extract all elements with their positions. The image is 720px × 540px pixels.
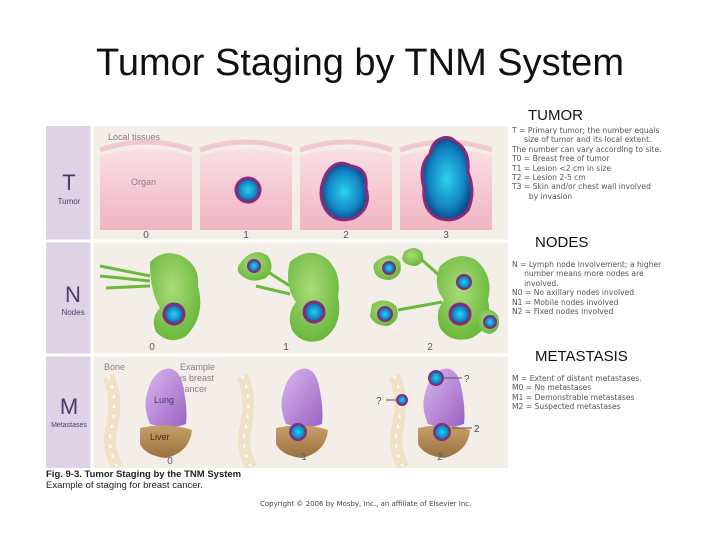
label-organ: Organ — [131, 177, 156, 187]
lymph-node — [402, 248, 424, 266]
label-example-line: cancer — [180, 384, 207, 394]
label-example-line: Example — [180, 362, 215, 372]
caption-sub-line: Example of staging for breast cancer. — [46, 480, 203, 491]
n-stage-label: 2 — [427, 342, 433, 353]
liver — [140, 425, 192, 458]
row-letter-n: N — [65, 282, 81, 307]
label-lung: Lung — [154, 395, 174, 405]
spine — [236, 373, 258, 468]
question-mark-bone: ? — [376, 396, 382, 407]
row-label-m: M Metastases — [51, 394, 87, 429]
lung — [145, 368, 187, 427]
spine — [388, 373, 410, 468]
primary-tumor — [448, 302, 472, 326]
bone-metastasis — [396, 394, 408, 406]
lung — [281, 368, 323, 427]
m0-panel: Bone Example is breast cancer Lung Liver — [102, 362, 218, 468]
primary-tumor — [302, 300, 326, 324]
figure-caption: Fig. 9-3. Tumor Staging by the TNM Syste… — [46, 469, 241, 491]
t2-panel — [299, 139, 393, 230]
liver — [276, 425, 328, 458]
primary-tumor — [162, 302, 186, 326]
liver — [418, 425, 470, 458]
label-local-tissues: Local tissues — [108, 132, 161, 142]
n-stage-panels — [99, 248, 499, 342]
row-label-t: T Tumor — [58, 170, 81, 206]
label-example-line: is breast — [180, 373, 215, 383]
row-name-t: Tumor — [58, 197, 81, 206]
copyright-notice: Copyright © 2006 by Mosby, Inc., an affi… — [260, 500, 472, 508]
lung-metastasis — [428, 370, 444, 386]
tumor-t2 — [319, 161, 369, 222]
stage-mark-liver: 2 — [474, 424, 480, 435]
tumor-t1 — [234, 176, 262, 204]
n-stage-label: 1 — [283, 342, 289, 353]
row-name-m: Metastases — [51, 422, 87, 429]
slide-title: Tumor Staging by TNM System — [96, 42, 624, 84]
section-heading-metastasis: METASTASIS — [535, 348, 628, 365]
node-metastasis — [247, 259, 261, 273]
m-stage-label: 1 — [301, 452, 307, 463]
lymph-node — [288, 252, 340, 342]
t1-panel — [199, 139, 293, 230]
row-name-n: Nodes — [61, 308, 84, 317]
label-example: Example is breast cancer — [180, 362, 218, 394]
label-bone: Bone — [104, 362, 125, 372]
row-label-n: N Nodes — [61, 282, 84, 317]
section-heading-tumor: TUMOR — [528, 107, 583, 124]
spine — [102, 373, 124, 468]
row-label-column — [46, 126, 92, 468]
section-heading-nodes: NODES — [535, 234, 589, 251]
m1-panel — [236, 368, 328, 468]
row-letter-t: T — [62, 170, 75, 195]
liver-metastasis — [289, 423, 307, 441]
t-stage-label: 2 — [343, 230, 349, 241]
legend-tumor: T = Primary tumor; the number equals siz… — [512, 126, 662, 201]
m-stage-panels: Bone Example is breast cancer Lung Liver — [102, 362, 480, 468]
lymph-node — [150, 253, 201, 341]
t-stage-label: 3 — [443, 230, 449, 241]
t-stage-panels: Organ — [99, 135, 493, 230]
n2-panel — [370, 248, 499, 340]
liver-metastasis — [433, 423, 451, 441]
caption-figure-line: Fig. 9-3. Tumor Staging by the TNM Syste… — [46, 469, 242, 480]
m-stage-label: 2 — [437, 452, 443, 463]
m2-panel: ? ? 2 — [376, 368, 480, 468]
row-letter-m: M — [60, 394, 78, 419]
question-mark-lung: ? — [464, 374, 470, 385]
legend-nodes: N = Lymph node involvement; a higher num… — [512, 260, 662, 317]
n1-panel — [237, 252, 340, 342]
n0-panel — [99, 253, 201, 341]
t-stage-label: 0 — [143, 230, 149, 241]
tnm-figure: T Tumor N Nodes M Metastases Local tissu… — [46, 126, 508, 468]
t-stage-label: 1 — [243, 230, 249, 241]
t3-panel — [399, 135, 493, 230]
label-liver: Liver — [150, 432, 170, 442]
t0-panel: Organ — [99, 139, 193, 230]
m-stage-label: 0 — [167, 456, 173, 467]
legend-metastasis: M = Extent of distant metastases. M0 = N… — [512, 374, 642, 412]
tumor-t3 — [420, 135, 474, 222]
n-stage-label: 0 — [149, 342, 155, 353]
